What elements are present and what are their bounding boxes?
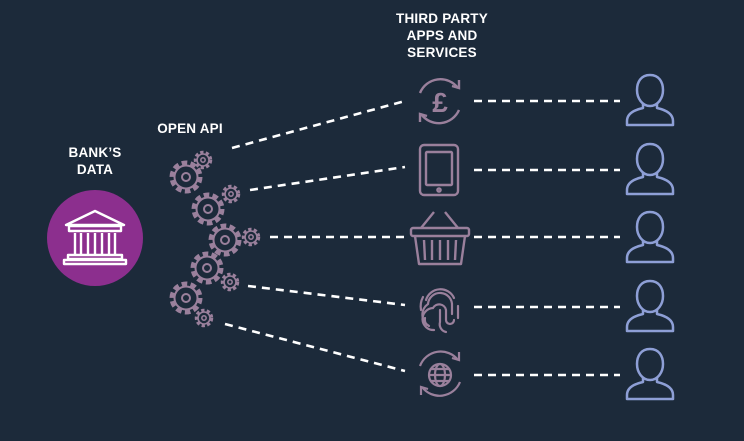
svg-text:£: £ bbox=[432, 87, 448, 118]
api-gears-icon bbox=[172, 150, 261, 328]
open-api-label: OPEN API bbox=[157, 121, 223, 136]
user-icon bbox=[625, 142, 675, 196]
bank-data-label: BANK’S DATA bbox=[68, 145, 122, 177]
user-icon bbox=[625, 73, 675, 127]
connector-lines bbox=[224, 99, 620, 377]
shopping-basket-icon bbox=[409, 211, 471, 266]
user-icon bbox=[625, 347, 675, 401]
tablet-icon bbox=[418, 143, 460, 197]
bank-icon bbox=[47, 190, 143, 286]
user-icons bbox=[625, 73, 675, 401]
third-party-label: THIRD PARTY APPS AND SERVICES bbox=[396, 11, 488, 60]
api-line-4 bbox=[247, 284, 406, 307]
globe-exchange-icon bbox=[418, 350, 462, 397]
fingerprint-icon bbox=[419, 288, 460, 334]
api-line-1 bbox=[231, 99, 406, 150]
pound-exchange-icon: £ bbox=[418, 78, 461, 125]
api-line-2 bbox=[249, 165, 406, 192]
user-icon bbox=[625, 279, 675, 333]
user-icon bbox=[625, 210, 675, 264]
api-line-5 bbox=[224, 322, 406, 373]
